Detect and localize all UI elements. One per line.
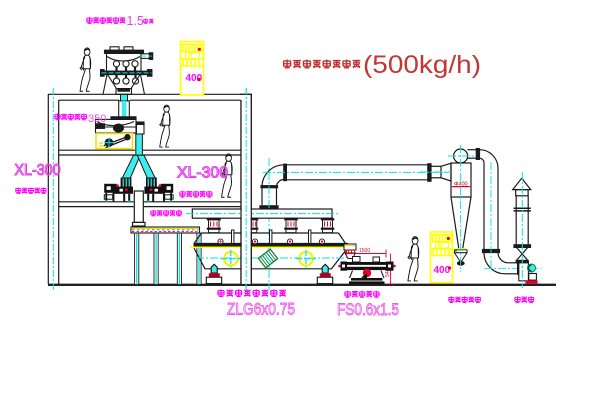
svg-text:XL-300: XL-300 bbox=[177, 165, 228, 182]
svg-text:(500kg/h): (500kg/h) bbox=[363, 51, 481, 79]
svg-text:FS0.6x1.5: FS0.6x1.5 bbox=[337, 300, 399, 319]
svg-text:548: 548 bbox=[385, 268, 391, 277]
svg-text:ZLG6x0.75: ZLG6x0.75 bbox=[227, 300, 295, 319]
svg-text:1500: 1500 bbox=[359, 248, 370, 254]
svg-text:1.5: 1.5 bbox=[127, 14, 144, 28]
svg-text:350: 350 bbox=[88, 113, 106, 125]
svg-text:400: 400 bbox=[434, 265, 451, 276]
svg-text:XL-300: XL-300 bbox=[15, 162, 61, 179]
svg-text:400: 400 bbox=[186, 73, 203, 84]
